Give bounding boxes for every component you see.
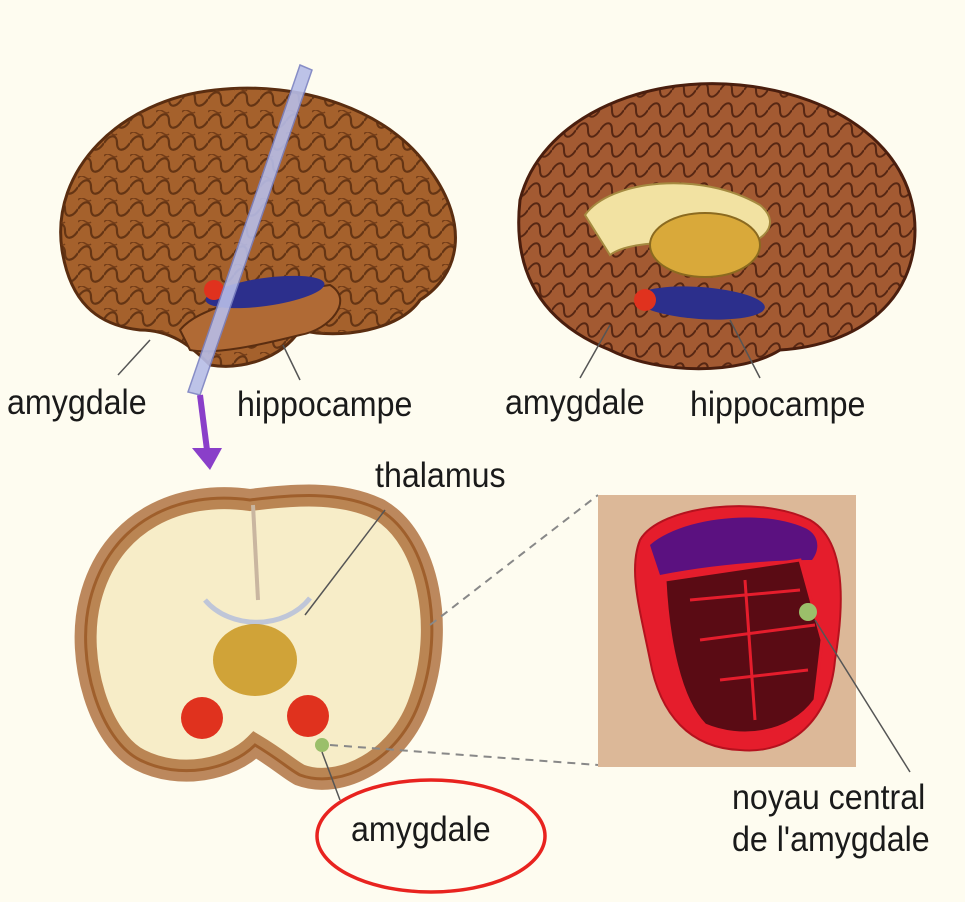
label-medial-amygdala: amygdale <box>505 385 645 420</box>
medial-amygdala-dot <box>634 289 656 311</box>
coronal-central-nucleus <box>315 738 329 752</box>
medial-thalamus <box>650 213 760 277</box>
label-thalamus: thalamus <box>375 458 506 493</box>
coronal-amygdala-right <box>287 695 329 737</box>
leader-amygdala-left <box>118 340 150 375</box>
amygdala-closeup <box>598 495 910 772</box>
zoom-line-top <box>430 495 598 625</box>
leader-hippocampus-left <box>283 345 300 380</box>
section-arrow-head <box>192 448 222 470</box>
label-lateral-hippocampus: hippocampe <box>237 387 412 422</box>
label-medial-hippocampus: hippocampe <box>690 387 865 422</box>
closeup-central-nucleus <box>799 603 817 621</box>
label-central-nucleus-line1: noyau central <box>732 780 925 815</box>
label-coronal-amygdala: amygdale <box>351 812 491 847</box>
label-central-nucleus-line2: de l'amygdale <box>732 822 930 857</box>
medial-brain-view <box>519 84 915 378</box>
coronal-amygdala-left <box>181 697 223 739</box>
coronal-section-view <box>86 495 598 800</box>
label-lateral-amygdala: amygdale <box>7 385 147 420</box>
section-arrow-shaft <box>200 395 207 450</box>
coronal-thalamus <box>213 624 297 696</box>
